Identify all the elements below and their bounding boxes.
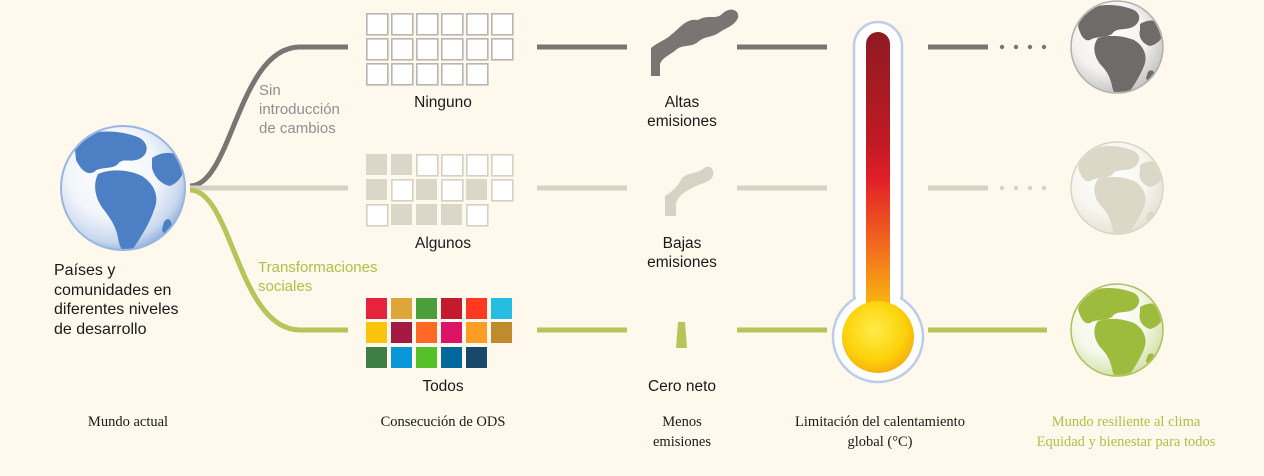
sdg-square-achieved <box>441 322 462 343</box>
sdg-square-achieved <box>391 154 412 175</box>
sdg-square-achieved <box>391 322 412 343</box>
sdg-square-empty <box>465 154 489 177</box>
sdg-square-achieved <box>366 298 387 319</box>
sdg-square-achieved <box>491 298 512 319</box>
sdg-square-empty <box>490 37 514 61</box>
sdg-grid-none <box>365 13 514 86</box>
sdg-square-achieved <box>391 298 412 319</box>
sdg-square-empty <box>440 179 464 202</box>
dotted-high <box>999 44 1047 50</box>
sdg-square-empty <box>465 13 489 36</box>
sdg-square-achieved <box>391 204 412 225</box>
sdg-square-achieved <box>416 179 437 200</box>
sdg-square-empty <box>390 13 414 36</box>
sdg-square-achieved <box>491 322 512 343</box>
emission-level-net-zero: Cero neto <box>647 378 717 395</box>
sdg-level-some: Algunos <box>414 235 472 252</box>
sdg-square-empty <box>390 179 414 202</box>
sdg-square-empty <box>465 37 489 61</box>
globe-icon <box>1070 0 1164 94</box>
sdg-grid-some <box>365 154 514 227</box>
branch-netzero-path <box>189 187 348 333</box>
sdg-square-empty <box>415 37 439 61</box>
sdg-square-empty <box>440 13 464 36</box>
sdg-square-achieved <box>441 204 462 225</box>
sdg-square-empty <box>490 154 514 177</box>
factory-low-emissions-icon <box>665 166 714 216</box>
sdg-square-achieved <box>416 322 437 343</box>
sdg-square-achieved <box>441 347 462 368</box>
sdg-square-achieved <box>441 298 462 319</box>
sdg-grid-all <box>366 298 512 368</box>
sdg-square-empty <box>490 13 514 36</box>
sdg-level-all: Todos <box>422 378 464 395</box>
globe-icon <box>1070 283 1164 377</box>
sdg-square-empty <box>490 179 514 202</box>
branch-high-path <box>189 44 348 189</box>
sdg-square-achieved <box>391 347 412 368</box>
sdg-square-empty <box>440 154 464 177</box>
sdg-square-empty <box>465 62 489 86</box>
sdg-square-achieved <box>366 154 387 175</box>
sdg-square-achieved <box>466 322 487 343</box>
sdg-square-empty <box>415 13 439 36</box>
sdg-square-achieved <box>466 298 487 319</box>
sdg-square-achieved <box>466 179 487 200</box>
sdg-square-achieved <box>416 298 437 319</box>
chimney-net-zero-icon <box>676 322 687 348</box>
globe-icon <box>60 125 186 251</box>
globe-icon <box>1070 141 1164 235</box>
sdg-square-empty <box>440 37 464 61</box>
sdg-square-achieved <box>366 347 387 368</box>
sdg-square-achieved <box>416 204 437 225</box>
sdg-level-none: Ninguno <box>414 94 472 111</box>
sdg-square-empty <box>365 13 389 36</box>
sdg-square-empty <box>440 62 464 86</box>
sdg-square-empty <box>365 62 389 86</box>
sdg-square-achieved <box>366 322 387 343</box>
sdg-square-empty <box>415 154 439 177</box>
sdg-square-empty <box>415 62 439 86</box>
caption-current-world: Mundo actual <box>87 414 169 430</box>
sdg-square-empty <box>390 37 414 61</box>
caption-sdg-achievement: Consecución de ODS <box>380 414 506 430</box>
sdg-square-empty <box>390 62 414 86</box>
sdg-square-empty <box>465 204 489 227</box>
sdg-square-empty <box>365 204 389 227</box>
factory-high-emissions-icon <box>651 9 739 76</box>
sdg-square-empty <box>365 37 389 61</box>
sdg-square-achieved <box>466 347 487 368</box>
thermometer-icon <box>831 20 925 384</box>
dotted-low <box>999 185 1047 191</box>
sdg-square-achieved <box>416 347 437 368</box>
sdg-square-achieved <box>366 179 387 200</box>
